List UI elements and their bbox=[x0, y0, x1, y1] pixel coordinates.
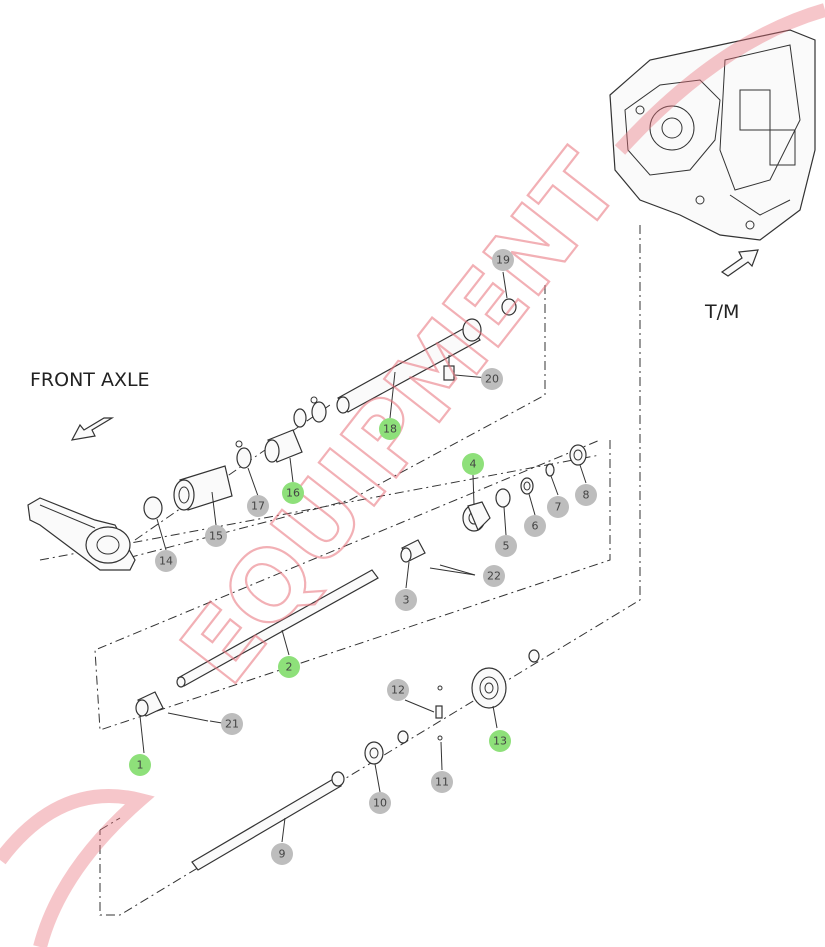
callout-14[interactable]: 14 bbox=[155, 550, 177, 572]
front-axle-arrow-icon bbox=[70, 417, 115, 441]
callout-12[interactable]: 12 bbox=[387, 679, 409, 701]
callouts: 1 2 3 4 5 6 7 8 bbox=[129, 249, 597, 865]
callout-2[interactable]: 2 bbox=[278, 656, 300, 678]
callout-21-label: 21 bbox=[225, 718, 239, 731]
callout-3-label: 3 bbox=[403, 594, 410, 607]
callout-10[interactable]: 10 bbox=[369, 792, 391, 814]
tm-arrow-icon bbox=[720, 249, 759, 277]
callout-20[interactable]: 20 bbox=[481, 368, 503, 390]
callout-7[interactable]: 7 bbox=[547, 496, 569, 518]
callout-7-label: 7 bbox=[555, 501, 562, 514]
callout-2-label: 2 bbox=[286, 661, 293, 674]
callout-5[interactable]: 5 bbox=[495, 535, 517, 557]
callout-13-label: 13 bbox=[493, 735, 507, 748]
callout-9-label: 9 bbox=[279, 848, 286, 861]
callout-19[interactable]: 19 bbox=[492, 249, 514, 271]
callout-18[interactable]: 18 bbox=[379, 418, 401, 440]
callout-22-label: 22 bbox=[487, 570, 501, 583]
callout-17-label: 17 bbox=[251, 500, 265, 513]
callout-10-label: 10 bbox=[373, 797, 387, 810]
callout-16-label: 16 bbox=[286, 487, 300, 500]
watermark-text: EQUIPMENT bbox=[160, 132, 641, 704]
callout-14-label: 14 bbox=[159, 555, 173, 568]
callout-16[interactable]: 16 bbox=[282, 482, 304, 504]
callout-4-label: 4 bbox=[470, 458, 477, 471]
callout-13[interactable]: 13 bbox=[489, 730, 511, 752]
callout-1-label: 1 bbox=[137, 759, 144, 772]
shaft-group-upper bbox=[143, 298, 517, 520]
transmission-housing bbox=[609, 29, 816, 241]
callout-17[interactable]: 17 bbox=[247, 495, 269, 517]
callout-5-label: 5 bbox=[503, 540, 510, 553]
callout-3[interactable]: 3 bbox=[395, 589, 417, 611]
callout-11-label: 11 bbox=[435, 776, 449, 789]
front-axle-label: FRONT AXLE bbox=[30, 369, 150, 391]
callout-11[interactable]: 11 bbox=[431, 771, 453, 793]
callout-6-label: 6 bbox=[532, 520, 539, 533]
shaft-group-middle bbox=[135, 444, 587, 722]
assembly-outlines bbox=[39, 225, 641, 916]
callout-21[interactable]: 21 bbox=[221, 713, 243, 735]
callout-1[interactable]: 1 bbox=[129, 754, 151, 776]
callout-22[interactable]: 22 bbox=[483, 565, 505, 587]
shaft-group-lower bbox=[191, 649, 540, 871]
callout-15-label: 15 bbox=[209, 530, 223, 543]
callout-19-label: 19 bbox=[496, 254, 510, 267]
axle-bracket bbox=[27, 497, 136, 571]
callout-20-label: 20 bbox=[485, 373, 499, 386]
callout-15[interactable]: 15 bbox=[205, 525, 227, 547]
callout-9[interactable]: 9 bbox=[271, 843, 293, 865]
tm-label: T/M bbox=[704, 301, 739, 323]
callout-6[interactable]: 6 bbox=[524, 515, 546, 537]
callout-18-label: 18 bbox=[383, 423, 397, 436]
callout-8-label: 8 bbox=[583, 489, 590, 502]
callout-8[interactable]: 8 bbox=[575, 484, 597, 506]
leader-lines bbox=[139, 271, 587, 843]
callout-12-label: 12 bbox=[391, 684, 405, 697]
callout-4[interactable]: 4 bbox=[462, 453, 484, 475]
